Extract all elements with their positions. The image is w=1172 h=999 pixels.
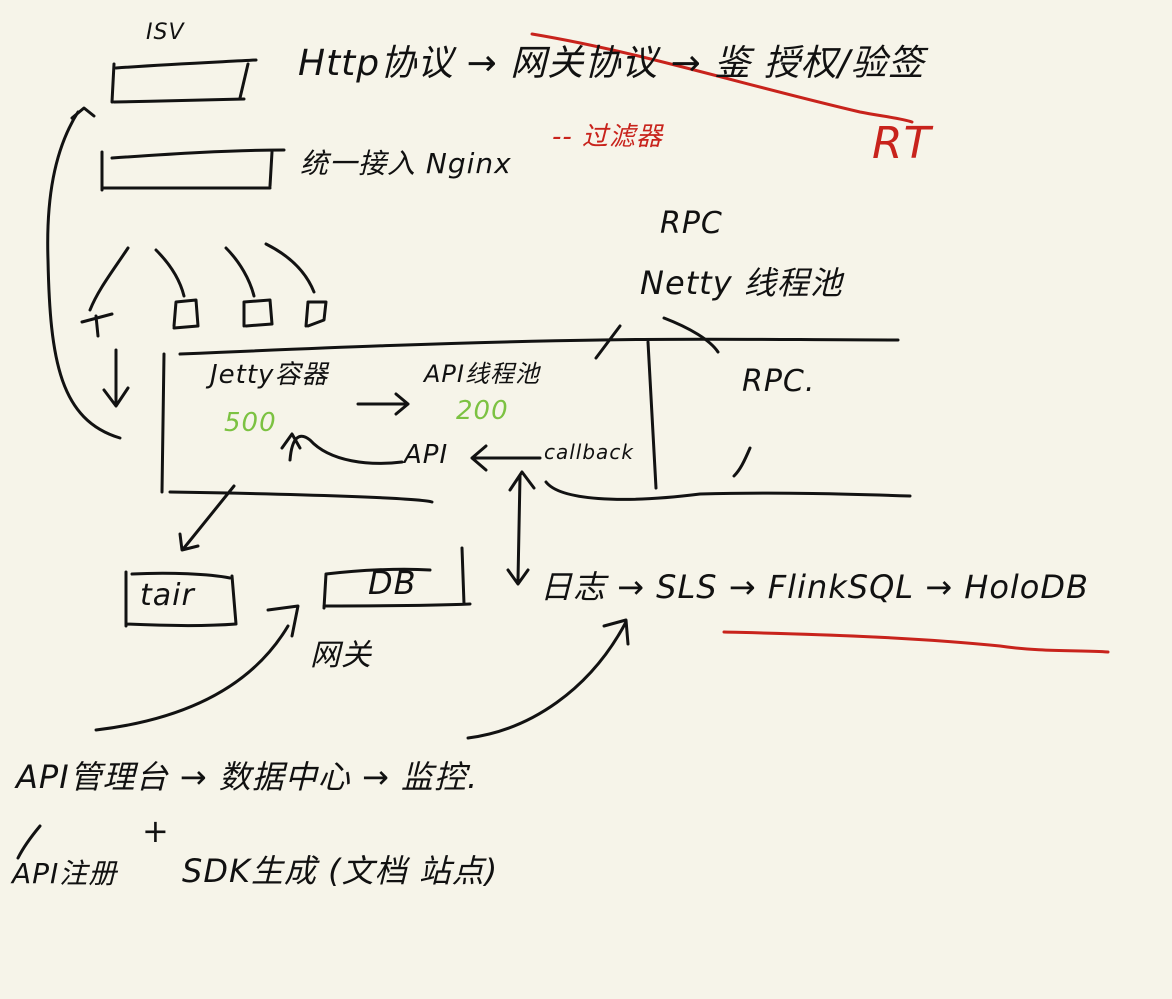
api-label: API: [404, 440, 449, 470]
fanout-2: [154, 248, 186, 298]
netty-pool-label: Netty 线程池: [640, 264, 843, 302]
mgmt-to-gateway: [94, 624, 290, 732]
callback-log-arrow: [506, 470, 536, 586]
db-box: [322, 546, 472, 610]
api-to-500-arrow: [280, 432, 404, 465]
api-register-label: API注册: [12, 857, 118, 890]
db-label: DB: [368, 564, 417, 602]
gateway-arrow: [266, 604, 300, 638]
fanout-1: [88, 246, 130, 312]
callback-label: callback: [544, 440, 634, 464]
jetty-to-pool-arrow: [356, 392, 410, 416]
feedback-arrow: [46, 106, 122, 440]
log-chain-label: 日志 → SLS → FlinkSQL → HoloDB: [540, 568, 1089, 606]
gateway-label: 网关: [310, 638, 372, 673]
instance-2: [172, 298, 200, 330]
unified-access-label: 统一接入 Nginx: [300, 147, 512, 180]
rpc-box-label: RPC.: [742, 364, 816, 399]
sdk-gen-label: SDK生成 (文档 站点): [182, 852, 499, 890]
isv-label: ISV: [146, 20, 185, 45]
jetty-label: Jetty容器: [210, 360, 329, 390]
http-chain-label: Http协议 → 网关协议 → 鉴 授权/验签: [298, 43, 925, 84]
fanout-3: [224, 246, 256, 298]
api-mgmt-label: API管理台 → 数据中心 → 监控.: [16, 758, 479, 796]
datacenter-to-log: [466, 618, 630, 740]
filter-label: -- 过滤器: [552, 122, 664, 152]
instance-1: [80, 312, 114, 338]
strike-line: [530, 32, 914, 124]
rpc-title-label: RPC: [660, 206, 723, 241]
rt-label: RT: [872, 118, 932, 169]
down-arrow: [102, 348, 130, 408]
tair-box: [124, 570, 238, 628]
instance-3: [242, 298, 274, 328]
api-pool-label: API线程池: [424, 360, 540, 388]
code-500-label: 500: [224, 408, 277, 438]
instance-4: [304, 300, 328, 328]
code-200-label: 200: [456, 396, 509, 426]
log-underline: [722, 630, 1110, 654]
fanout-4: [264, 242, 316, 294]
nginx-box: [100, 148, 286, 192]
register-tick: [16, 824, 42, 860]
to-tair-arrow: [178, 484, 236, 552]
tair-label: tair: [140, 578, 195, 613]
isv-box: [110, 58, 258, 104]
container-box: [160, 316, 912, 504]
callback-to-api-arrow: [470, 444, 542, 472]
plus-label: +: [142, 812, 170, 850]
